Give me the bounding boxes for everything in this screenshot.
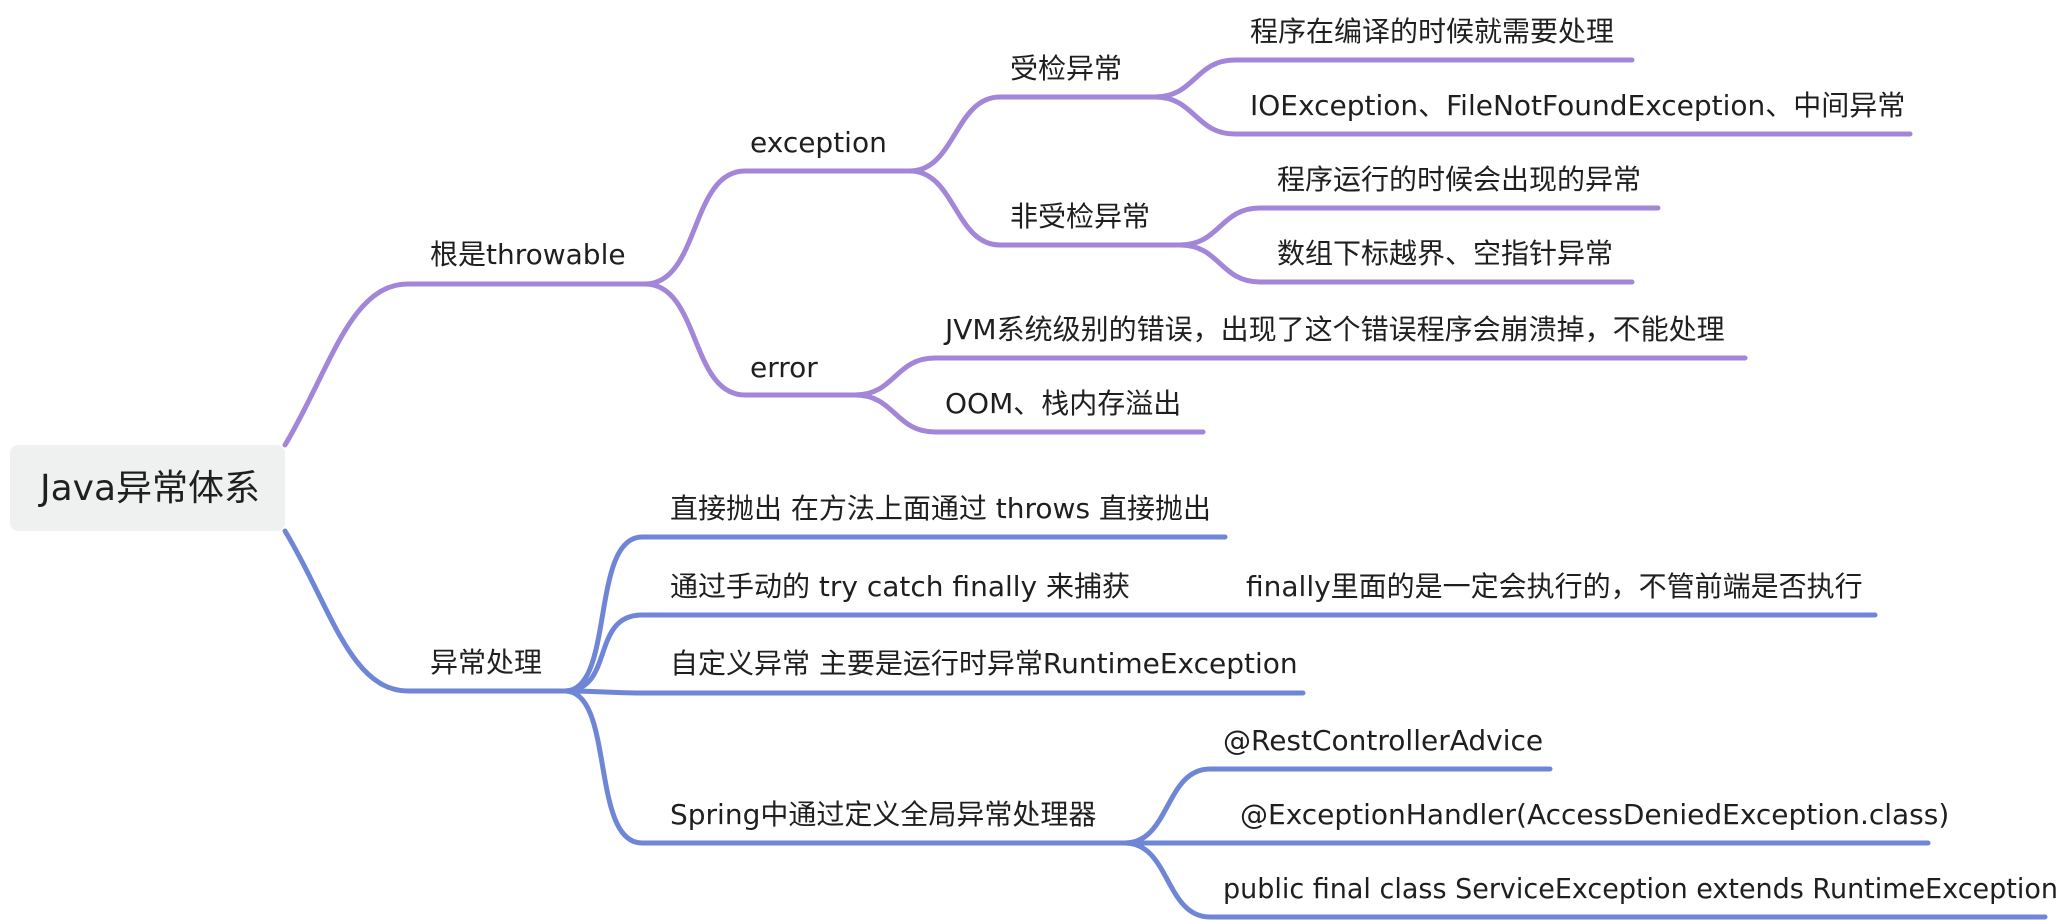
connector-throwable-error (642, 281, 863, 398)
root-node-box (10, 445, 285, 531)
handling-item-2[interactable]: 自定义异常 主要是运行时异常RuntimeException (670, 647, 1298, 680)
node-error-label[interactable]: error (750, 351, 818, 384)
connector-handling-item-3 (562, 688, 1133, 846)
error-item-1[interactable]: OOM、栈内存溢出 (945, 387, 1181, 420)
branch-handling: 异常处理 直接抛出 在方法上面通过 throws 直接抛出 通过手动的 try … (282, 492, 2058, 920)
connector-error-item-0 (852, 355, 1748, 398)
connector-checked-item-0 (1152, 57, 1635, 100)
spring-item-1[interactable]: @ExceptionHandler(AccessDeniedException.… (1240, 798, 1949, 831)
connector-error-item-1 (852, 392, 1206, 435)
connector-handling-item-1 (562, 612, 1878, 694)
node-throwable-label[interactable]: 根是throwable (430, 238, 626, 271)
node-exception-label[interactable]: exception (750, 126, 887, 159)
connector-handling-item-0 (562, 534, 1228, 694)
connector-exception-unchecked (907, 168, 1188, 248)
connector-root-handling (282, 528, 573, 694)
connector-handling-item-2 (562, 688, 1306, 696)
error-item-0[interactable]: JVM系统级别的错误，出现了这个错误程序会崩溃掉，不能处理 (943, 313, 1725, 346)
unchecked-item-0[interactable]: 程序运行的时候会出现的异常 (1277, 163, 1641, 196)
node-handling-label[interactable]: 异常处理 (430, 646, 542, 679)
branch-throwable: 根是throwable exception 受检异常 程序在编译的时候就需要处理… (282, 15, 1913, 448)
connector-exception-checked (907, 94, 1163, 174)
connector-spring-item-0 (1122, 766, 1553, 846)
connector-unchecked-item-1 (1177, 242, 1635, 285)
checked-item-0[interactable]: 程序在编译的时候就需要处理 (1250, 15, 1614, 48)
unchecked-item-1[interactable]: 数组下标越界、空指针异常 (1277, 237, 1613, 270)
handling-item-3[interactable]: Spring中通过定义全局异常处理器 (670, 798, 1096, 831)
node-checked-label[interactable]: 受检异常 (1010, 52, 1122, 85)
root-node[interactable]: Java异常体系 (10, 445, 285, 531)
connector-root-throwable (282, 281, 653, 448)
root-node-label: Java异常体系 (38, 468, 260, 509)
connector-throwable-exception (642, 168, 918, 287)
checked-item-1[interactable]: IOException、FileNotFoundException、中间异常 (1250, 89, 1905, 122)
spring-item-0[interactable]: @RestControllerAdvice (1223, 724, 1543, 757)
connector-unchecked-item-0 (1177, 205, 1661, 248)
spring-item-2[interactable]: public final class ServiceException exte… (1223, 872, 2058, 905)
connector-checked-item-1 (1152, 94, 1913, 137)
handling-item-0[interactable]: 直接抛出 在方法上面通过 throws 直接抛出 (670, 492, 1211, 525)
finally-note[interactable]: finally里面的是一定会执行的，不管前端是否执行 (1246, 570, 1863, 603)
connector-spring-item-2 (1122, 840, 2048, 920)
handling-item-1[interactable]: 通过手动的 try catch finally 来捕获 (670, 570, 1130, 603)
node-unchecked-label[interactable]: 非受检异常 (1010, 200, 1150, 233)
